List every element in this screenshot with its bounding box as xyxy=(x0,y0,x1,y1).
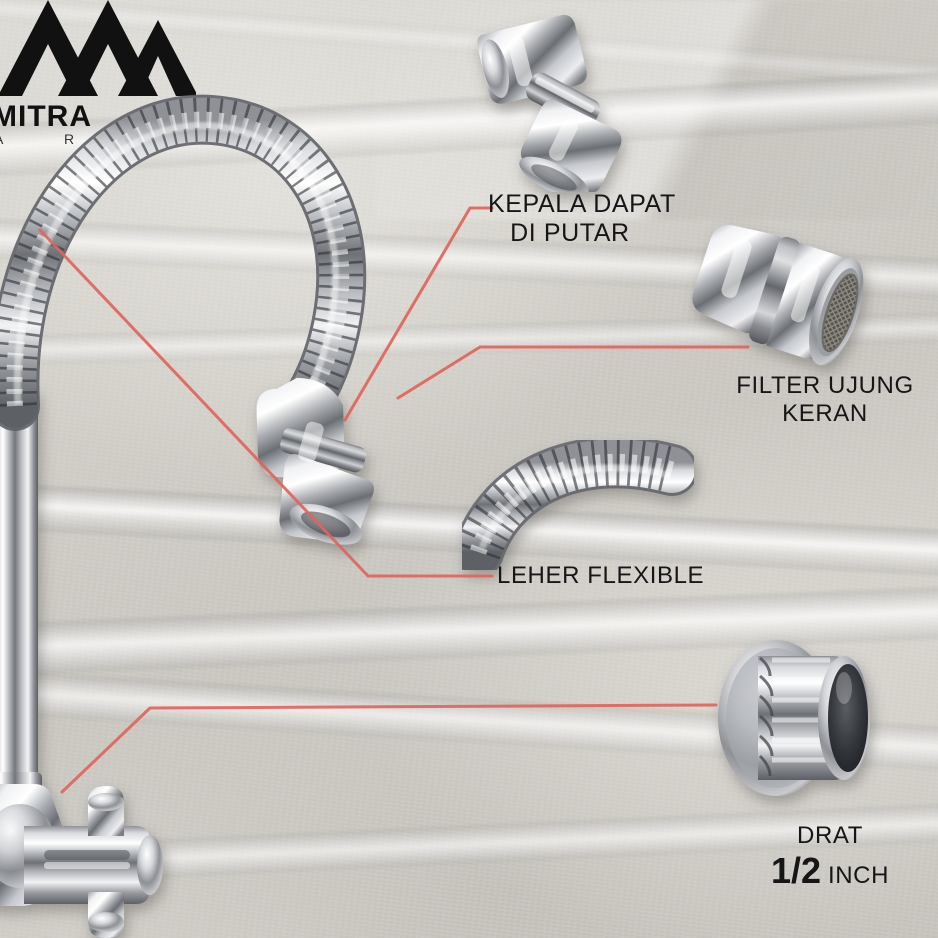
label-thread-size: DRAT 1/2 INCH xyxy=(745,822,915,892)
flexible-hose-segment xyxy=(452,436,698,578)
leader-leher xyxy=(38,228,494,578)
chevron-mountain-icon xyxy=(0,0,198,96)
thread-size-value: 1/2 xyxy=(770,849,821,891)
label-line: LEHER FLEXIBLE xyxy=(497,562,705,589)
logo-wordmark: MITRA xyxy=(0,100,92,133)
gooseneck-arc xyxy=(0,94,367,431)
thread-size-unit: INCH xyxy=(827,861,890,889)
main-faucet-assembly xyxy=(0,86,424,938)
leader-filter xyxy=(396,345,750,400)
rotating-swivel-head xyxy=(468,6,644,199)
leader-kepala xyxy=(343,206,494,422)
label-line: DI PUTAR xyxy=(510,219,630,247)
mitra-logo: MITRA A R xyxy=(0,0,198,147)
label-line: KERAN xyxy=(782,399,868,427)
half-inch-thread-connector xyxy=(698,618,904,823)
logo-subline-left: A xyxy=(0,131,4,146)
label-line: DRAT xyxy=(797,822,863,849)
label-faucet-filter: FILTER UJUNG KERAN xyxy=(730,372,920,428)
label-flexible-neck: LEHER FLEXIBLE xyxy=(497,562,704,590)
leader-drat xyxy=(60,703,718,794)
label-line: KEPALA DAPAT xyxy=(488,190,676,218)
label-rotating-head: KEPALA DAPAT DI PUTAR xyxy=(488,190,676,248)
aerator-filter-piece xyxy=(688,222,888,379)
logo-subline-right: R xyxy=(64,131,75,146)
label-line: FILTER UJUNG xyxy=(736,372,914,399)
